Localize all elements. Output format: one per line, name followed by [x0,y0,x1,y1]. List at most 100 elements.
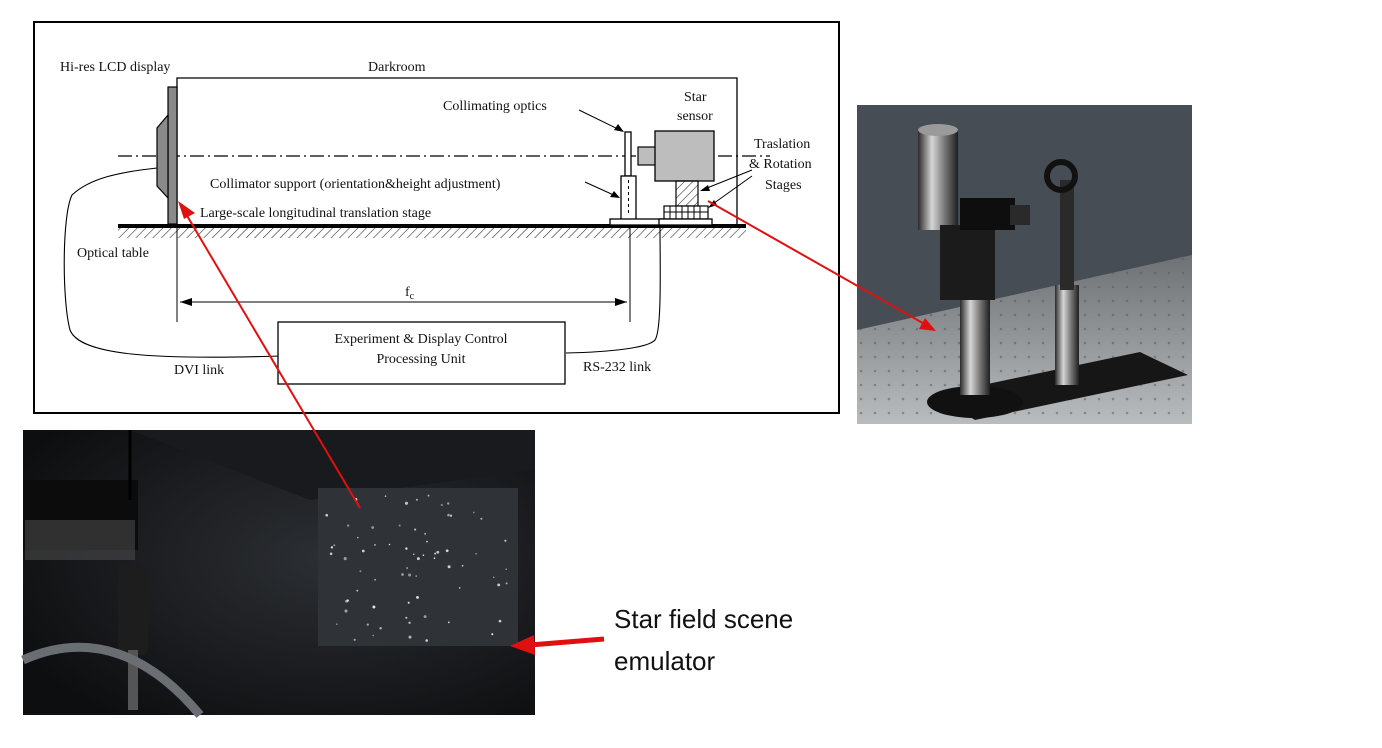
star-point [379,626,382,630]
control-unit-box [277,321,566,385]
star-point [427,494,430,497]
star-point [447,502,450,505]
star-point [415,498,418,501]
optical-table-surface [118,224,746,228]
star-point [436,550,440,554]
label-control-unit-2: Processing Unit [376,352,465,367]
star-point [472,511,475,514]
label-translation-stage: Large-scale longitudinal translation sta… [200,206,431,221]
dvi-cable [63,167,283,358]
label-stages-2: & Rotation [749,157,812,172]
darkroom-plate [25,520,135,560]
focal-arrow-right [615,298,627,306]
star-field-points [325,494,508,642]
rotation-stage-ticks [664,206,708,219]
star-point [491,633,494,636]
label-collimating-optics: Collimating optics [443,99,547,114]
star-point [407,601,410,604]
label-display: Hi-res LCD display [60,60,170,75]
optical-table-hatch [118,228,746,238]
star-point [415,575,418,577]
star-sensor-photo [857,105,1192,424]
star-point [372,634,374,637]
star-point [475,553,477,555]
sensor-lens [637,146,657,166]
star-point [353,638,356,641]
label-focal-length-sub: c [410,291,415,302]
focal-arrow-left [180,298,192,306]
darkroom-cable [21,642,204,718]
star-point [414,528,417,531]
star-point [366,623,369,626]
star-point [445,549,449,553]
star-point [505,568,507,570]
photo-rotation-stage [927,386,1023,418]
star-point [424,532,427,535]
label-star-sensor-1: Star [684,90,707,105]
star-field-screen [318,488,518,646]
label-stages-3: Stages [765,178,802,193]
star-point [405,547,408,550]
darkroom-post-rod [128,650,138,710]
lcd-housing [156,113,169,200]
collimator-base [609,218,665,226]
arrow-to-star-field-head [510,635,535,655]
star-point [423,615,427,619]
star-point [388,543,391,546]
collimator-lens [624,131,632,177]
star-sensor-body [654,130,715,182]
star-point [480,517,483,520]
star-point [433,557,436,559]
star-point [440,503,443,507]
star-point [416,557,420,561]
label-dvi-link: DVI link [174,363,224,378]
star-point [447,513,450,517]
caption-line-1: Star field scene [614,604,794,634]
label-focal-length: fc [405,285,415,302]
star-point [447,621,450,624]
lcd-panel [167,86,178,225]
darkroom-post [118,565,148,655]
star-point [325,513,329,517]
star-point [408,621,411,625]
star-point [416,595,419,599]
star-point [434,552,437,555]
photo-mount [940,225,995,300]
rs232-cable [565,225,661,354]
star-point [346,599,349,602]
star-point [374,578,376,581]
darkroom-photo [21,430,535,718]
photo-camera [960,198,1015,230]
star-point [458,586,461,589]
star-point [422,554,425,557]
star-point [413,553,415,555]
label-rs232-link: RS-232 link [583,360,651,375]
star-point [330,546,334,549]
star-point [398,524,401,527]
star-point [343,557,347,561]
caption-line-2: emulator [614,646,716,676]
star-point [356,589,359,592]
star-point [333,544,336,547]
photo-knob [1044,159,1078,193]
leader-collimator-support-tip [610,191,620,198]
star-point [504,539,507,542]
label-focal-length-base: f [405,285,410,300]
leader-stages-1 [701,169,753,191]
star-point [408,573,412,577]
photo-collimator-tube-top [918,124,958,136]
star-point [492,576,495,579]
arrow-to-lcd-display [185,213,361,509]
star-point [404,501,409,505]
label-optical-table: Optical table [77,246,149,261]
leader-collimating-optics-tip [614,124,624,132]
arrow-to-lcd-display-head [178,201,195,219]
star-point [406,567,408,569]
sensor-support-post [675,180,699,207]
star-point [357,536,359,539]
star-point [329,552,333,556]
star-point [405,616,408,619]
darkroom-ceiling [130,430,535,500]
star-point [344,609,348,613]
